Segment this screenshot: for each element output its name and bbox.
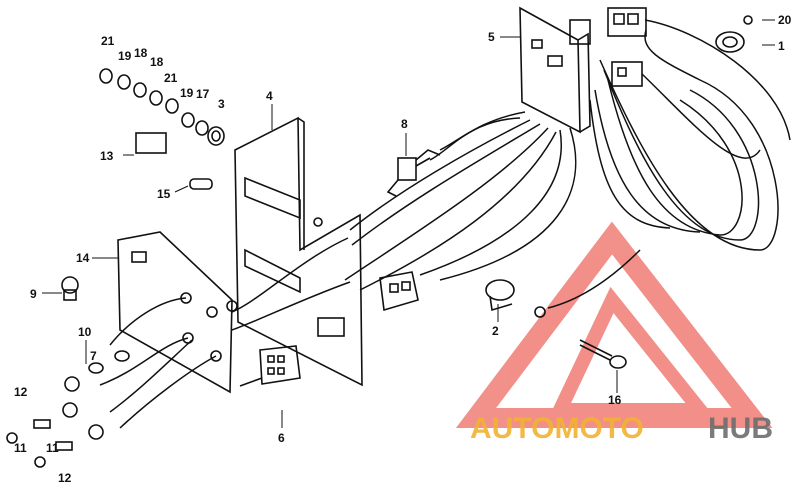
watermark-text: AUTOMOTO HUB — [470, 412, 773, 445]
callout-3: 3 — [218, 97, 225, 111]
circuit-board — [519, 6, 591, 134]
callout-16: 16 — [608, 393, 622, 407]
callout-20: 20 — [778, 13, 792, 27]
callout-21b: 21 — [164, 71, 178, 85]
lamp-sockets — [64, 350, 130, 392]
callout-12a: 12 — [14, 385, 28, 399]
callout-12b: 12 — [58, 471, 72, 485]
callout-6: 6 — [278, 431, 285, 445]
callout-9: 9 — [30, 287, 37, 301]
leader-lines — [42, 19, 775, 428]
connector-block — [239, 345, 301, 387]
callout-5: 5 — [488, 30, 495, 44]
fuse-holders — [6, 402, 104, 468]
wire-harness — [99, 19, 791, 429]
callout-21a: 21 — [101, 34, 115, 48]
grommet — [189, 178, 213, 190]
top-connectors — [607, 7, 647, 87]
callout-19b: 19 — [180, 86, 194, 100]
label-plate — [135, 132, 167, 154]
callout-4: 4 — [266, 89, 273, 103]
callout-18b: 18 — [150, 55, 164, 69]
ground-terminal — [534, 306, 546, 318]
callout-1: 1 — [778, 39, 785, 53]
clamp — [485, 279, 515, 312]
callout-19a: 19 — [118, 49, 132, 63]
callout-11b: 11 — [46, 441, 59, 455]
sub-panel — [117, 231, 238, 394]
callout-7: 7 — [90, 349, 97, 363]
clip — [715, 15, 753, 53]
washer-stack — [99, 68, 225, 146]
watermark-part1: AUTOMOTO — [470, 412, 644, 445]
callout-8: 8 — [401, 117, 408, 131]
indicator-light — [61, 276, 79, 301]
callout-15: 15 — [157, 187, 171, 201]
toggle-switch — [386, 149, 441, 197]
callout-17: 17 — [196, 87, 210, 101]
mounting-panel — [234, 116, 363, 387]
callout-labels: 20 1 5 21 19 18 18 21 19 17 3 4 8 13 15 … — [14, 13, 792, 485]
callout-18a: 18 — [134, 46, 148, 60]
harness-connector — [379, 271, 419, 312]
callout-2: 2 — [492, 324, 499, 338]
callout-14: 14 — [76, 251, 90, 265]
callout-10: 10 — [78, 325, 92, 339]
callout-11a: 11 — [14, 441, 27, 455]
watermark-logo — [455, 221, 773, 428]
callout-13: 13 — [100, 149, 114, 163]
bolt — [579, 339, 627, 369]
watermark-part2: HUB — [708, 412, 773, 445]
